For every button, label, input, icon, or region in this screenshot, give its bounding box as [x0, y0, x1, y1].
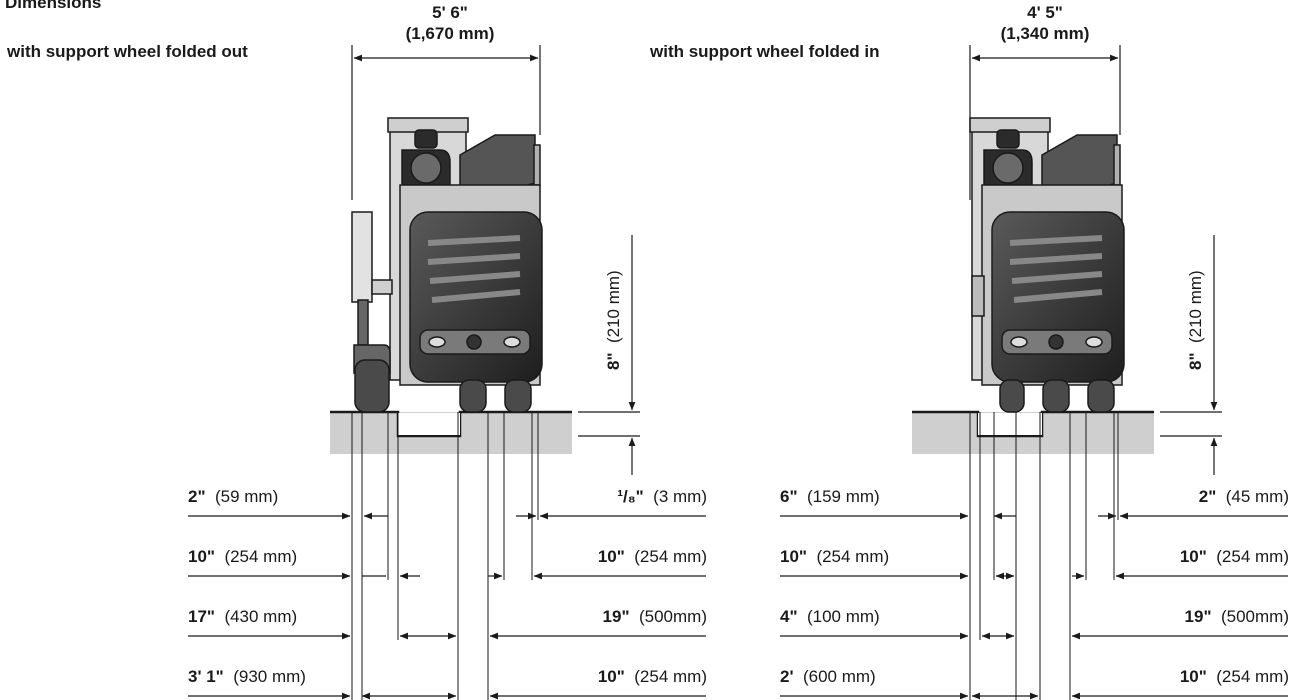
left-height-metric: (210 mm): [604, 270, 623, 344]
left-dim-right-3: 10" (254 mm): [597, 667, 707, 686]
left-support-post: [351, 211, 373, 303]
right-wheel-2: [1042, 379, 1070, 413]
right-dim-left-1: 10" (254 mm): [780, 547, 890, 566]
left-dim-left-1: 10" (254 mm): [188, 547, 298, 566]
right-seat: [983, 149, 1033, 203]
left-support-wheel: [353, 344, 391, 374]
right-dim-right-1: 10" (254 mm): [1179, 547, 1289, 566]
right-housing: [981, 184, 1123, 386]
right-wheel-3: [1087, 379, 1115, 413]
right-wheel-1: [999, 379, 1025, 413]
left-caption: with support wheel folded out: [7, 42, 248, 61]
left-rear-cover: [459, 134, 536, 204]
left-width-dimension: [351, 45, 541, 200]
left-ground-edge: [330, 410, 572, 438]
right-height-imperial: 8": [1186, 352, 1205, 370]
right-dim-right-3: 10" (254 mm): [1179, 667, 1289, 686]
right-width-imperial: 4' 5": [1027, 3, 1063, 22]
left-width-metric: (1,670 mm): [405, 24, 495, 43]
right-width-dimension: [969, 45, 1121, 200]
left-dim-right-2: 19" (500mm): [602, 607, 707, 626]
right-ground: [912, 412, 1154, 454]
left-wheel-front-1: [459, 379, 487, 413]
right-width-metric: (1,340 mm): [1000, 24, 1090, 43]
right-height-label: 8" (210 mm): [1186, 270, 1206, 370]
right-dim-right-0: 2" (45 mm): [1198, 487, 1289, 506]
right-caption: with support wheel folded in: [650, 42, 880, 61]
left-height-label: 8" (210 mm): [604, 270, 624, 370]
right-width-label: 4' 5" (1,340 mm): [935, 2, 1155, 44]
left-dim-right-0: ¹/₈" (3 mm): [617, 487, 707, 506]
right-dim-left-3: 2' (600 mm): [780, 667, 876, 686]
left-housing: [399, 184, 541, 386]
right-mast: [971, 119, 1049, 381]
left-dim-right-1: 10" (254 mm): [597, 547, 707, 566]
right-ground-edge: [912, 410, 1154, 438]
left-machine: [330, 117, 572, 454]
left-dim-left-0: 2" (59 mm): [188, 487, 279, 506]
left-ground: [330, 412, 572, 454]
right-extension-lines: [969, 412, 1119, 700]
left-width-label: 5' 6" (1,670 mm): [340, 2, 560, 44]
page-title: Dimensions: [5, 0, 102, 12]
right-height-metric: (210 mm): [1186, 270, 1205, 344]
right-machine: [912, 117, 1154, 454]
left-mast: [389, 119, 467, 381]
left-seat: [401, 149, 451, 203]
left-width-imperial: 5' 6": [432, 3, 468, 22]
left-extension-lines: [351, 412, 539, 700]
left-wheel-front-2: [504, 379, 532, 413]
left-height-imperial: 8": [604, 352, 623, 370]
left-dim-left-2: 17" (430 mm): [188, 607, 298, 626]
right-dim-left-2: 4" (100 mm): [780, 607, 880, 626]
right-rear-cover: [1041, 134, 1118, 204]
right-dim-right-2: 19" (500mm): [1184, 607, 1289, 626]
left-dim-left-3: 3' 1" (930 mm): [188, 667, 306, 686]
right-dim-left-0: 6" (159 mm): [780, 487, 880, 506]
